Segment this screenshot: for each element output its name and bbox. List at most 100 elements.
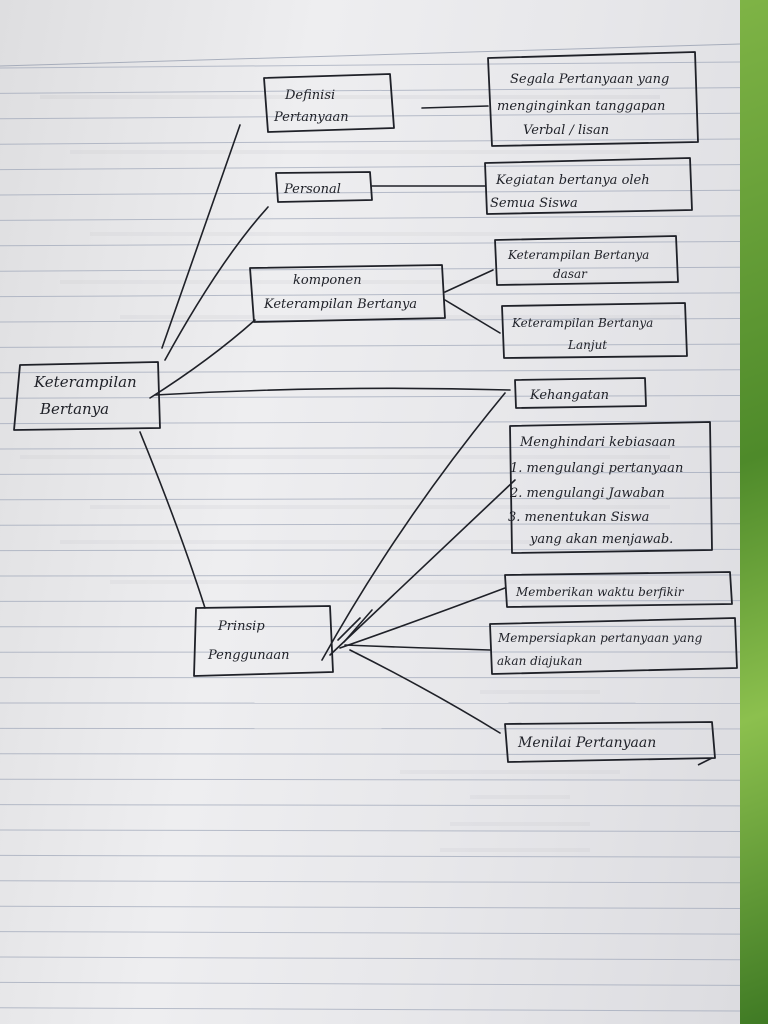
connector-prinsip-kebiasaan (329, 479, 516, 656)
ruled-line (0, 778, 740, 781)
kebiasaan-line-5: yang akan menjawab. (529, 532, 673, 547)
connector-komponen-dasar (444, 269, 494, 293)
connector-center-prinsip (139, 431, 206, 609)
box-personal-desc (484, 157, 693, 215)
node-kebiasaan: Menghindari kebiasaan 1. mengulangi pert… (508, 435, 683, 547)
connector-prinsip-waktu (339, 587, 506, 649)
connector-center-definisi (161, 124, 241, 349)
ruled-line (0, 292, 740, 298)
connector-center-personal (164, 206, 269, 361)
box-komponen (249, 264, 446, 323)
box-personal (275, 171, 373, 203)
ruled-line (0, 625, 740, 628)
ruled-line (0, 753, 740, 756)
ruled-line (0, 829, 740, 832)
kebiasaan-line-3: 2. mengulangi Jawaban (509, 486, 665, 501)
node-personal: Personal (283, 182, 341, 197)
connector-center-komponen (149, 319, 256, 399)
connector-lines (139, 105, 516, 734)
center-line-2: Bertanya (39, 400, 109, 418)
ruled-line (0, 497, 740, 501)
ruled-line (0, 727, 740, 730)
box-prinsip (193, 605, 334, 677)
node-definisi-desc: Segala Pertanyaan yang menginginkan tang… (497, 72, 669, 138)
definisi-line-2: Pertanyaan (273, 110, 349, 125)
pen-stroke (697, 757, 713, 766)
ruled-line (0, 369, 740, 374)
komponen-lanjut-line-2: Lanjut (567, 338, 607, 352)
ruled-line (0, 343, 740, 348)
box-kehangatan (514, 377, 647, 409)
node-menilai: Menilai Pertanyaan (517, 735, 656, 751)
kebiasaan-line-1: Menghindari kebiasaan (519, 435, 676, 450)
waktu-line-1: Memberikan waktu berfikir (515, 585, 685, 599)
definisi-desc-line-1: Segala Pertanyaan yang (510, 72, 669, 87)
ruled-line (0, 1007, 740, 1012)
personal-desc-line-1: Kegiatan bertanya oleh (495, 173, 650, 188)
box-kebiasaan (509, 421, 713, 554)
ruled-line (0, 446, 740, 450)
box-menilai (504, 721, 716, 763)
box-komponen-dasar (494, 235, 679, 286)
komponen-dasar-line-2: dasar (553, 267, 588, 281)
ruled-line (0, 981, 740, 986)
node-komponen: komponen Keterampilan Bertanya (263, 273, 417, 312)
definisi-desc-line-2: menginginkan tanggapan (497, 99, 665, 114)
ruled-line (0, 61, 740, 69)
ruled-line (0, 241, 740, 247)
box-waktu (504, 571, 733, 608)
ruled-line (0, 215, 740, 221)
kebiasaan-line-2: 1. mengulangi pertanyaan (510, 461, 683, 476)
connector-prinsip-kehangatan (321, 392, 506, 661)
definisi-line-1: Definisi (284, 88, 335, 103)
node-prinsip: Prinsip Penggunaan (207, 619, 290, 663)
ruled-line (0, 523, 740, 526)
ruled-line (0, 931, 740, 935)
ruled-line (0, 87, 740, 94)
kehangatan-line-1: Kehangatan (529, 388, 609, 403)
ruled-line (0, 574, 740, 577)
connector-komponen-lanjut (444, 299, 501, 334)
ruled-lines (0, 43, 740, 1012)
definisi-desc-line-3: Verbal / lisan (523, 123, 609, 138)
mind-map-diagram: Keterampilan Bertanya Definisi Pertanyaa… (0, 43, 740, 1012)
show-through-writing (20, 95, 680, 852)
node-komponen-dasar: Keterampilan Bertanya dasar (507, 248, 649, 281)
ruled-line (0, 164, 740, 171)
komponen-dasar-line-1: Keterampilan Bertanya (507, 248, 649, 262)
ruled-line (0, 804, 740, 807)
node-center: Keterampilan Bertanya (33, 373, 137, 418)
ruled-line (0, 600, 740, 602)
notebook-page: Keterampilan Bertanya Definisi Pertanyaa… (0, 0, 740, 1024)
node-boxes (13, 51, 738, 763)
ruled-line (0, 420, 740, 425)
ruled-line (0, 189, 740, 196)
box-definisi (263, 73, 395, 133)
ruled-line (0, 138, 740, 145)
prinsip-line-2: Penggunaan (207, 648, 290, 663)
box-persiapan (489, 617, 738, 675)
ruled-line (0, 905, 740, 909)
persiapan-line-2: akan diajukan (497, 654, 582, 668)
persiapan-line-1: Mempersiapkan pertanyaan yang (497, 631, 703, 645)
connector-prinsip-persiapan (344, 644, 491, 651)
kebiasaan-line-4: 3. menentukan Siswa (508, 510, 649, 525)
box-center (13, 361, 161, 431)
komponen-line-2: Keterampilan Bertanya (263, 297, 417, 312)
box-definisi-desc (487, 51, 699, 147)
node-persiapan: Mempersiapkan pertanyaan yang akan diaju… (497, 631, 703, 668)
ruled-line (0, 394, 740, 399)
ruled-line (0, 956, 740, 961)
node-waktu: Memberikan waktu berfikir (515, 585, 685, 599)
komponen-lanjut-line-1: Keterampilan Bertanya (511, 316, 653, 330)
ruled-line (0, 548, 740, 552)
connector-definisi-desc (421, 105, 489, 109)
ruled-line (0, 112, 740, 120)
ruled-line (0, 854, 740, 858)
menilai-line-1: Menilai Pertanyaan (517, 735, 656, 751)
personal-line-1: Personal (283, 182, 341, 197)
connector-center-kehangatan (154, 387, 511, 396)
node-personal-desc: Kegiatan bertanya oleh Semua Siswa (490, 173, 650, 211)
header-line (0, 43, 740, 67)
box-komponen-lanjut (501, 302, 688, 359)
